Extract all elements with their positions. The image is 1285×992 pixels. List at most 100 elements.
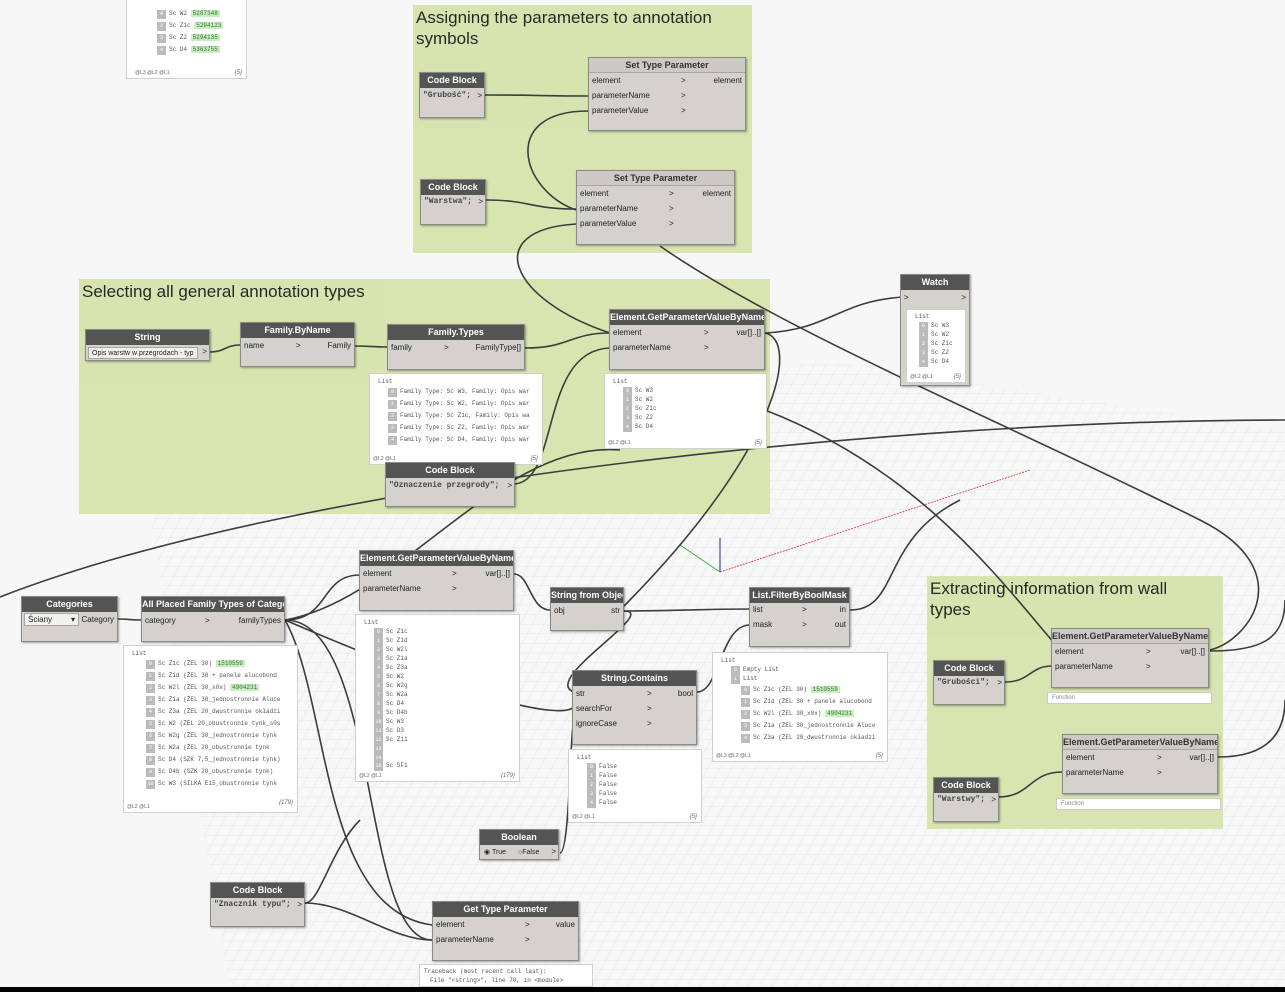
code-text[interactable]: "Grubości";	[937, 678, 990, 687]
input-port-parameter-name[interactable]: parameterName	[580, 204, 638, 213]
input-port-element[interactable]: element	[436, 920, 465, 929]
input-port-search-for[interactable]: searchFor	[576, 704, 613, 713]
string-value-input[interactable]: Opis warstw w przegrodach - typ	[88, 347, 198, 359]
node-title: Family.Types	[388, 325, 524, 340]
input-port[interactable]: >	[904, 293, 909, 302]
code-text[interactable]: "Oznaczenie przegrody";	[389, 481, 500, 490]
chevron-right-icon: >	[669, 189, 674, 198]
get-parameter-value-node-right-1[interactable]: Element.GetParameterValueByName element …	[1051, 628, 1209, 688]
input-port-parameter-value[interactable]: parameterValue	[580, 219, 637, 228]
chevron-right-icon: >	[205, 616, 210, 625]
boolean-true-radio[interactable]: ◉ True	[484, 849, 507, 856]
input-port-parameter-name[interactable]: parameterName	[436, 935, 494, 944]
output-port[interactable]: >	[551, 847, 556, 856]
input-port-element[interactable]: element	[613, 328, 642, 337]
input-port-element[interactable]: element	[580, 189, 609, 198]
chevron-right-icon: >	[1157, 768, 1162, 777]
chevron-right-icon: >	[1146, 662, 1151, 671]
output-port-var[interactable]: var[]..[]	[1189, 753, 1214, 762]
input-port-name[interactable]: name	[244, 341, 265, 350]
output-port-out[interactable]: out	[834, 620, 846, 629]
output-port[interactable]: >	[477, 91, 482, 100]
get-parameter-value-node-mid[interactable]: Element.GetParameterValueByName element …	[359, 550, 514, 611]
code-block-warstwa-node[interactable]: Code Block "Warstwa"; >	[420, 179, 486, 225]
chevron-right-icon: >	[669, 204, 674, 213]
output-port-family[interactable]: Family	[327, 341, 351, 350]
set-type-parameter-node[interactable]: Set Type Parameter element parameterName…	[588, 57, 746, 131]
output-port-element[interactable]: element	[713, 76, 742, 85]
output-port-var[interactable]: var[]..[]	[1180, 647, 1205, 656]
code-text[interactable]: "Warstwy";	[937, 795, 986, 804]
group-title: Extracting information from wall types	[930, 579, 1168, 619]
output-port-str[interactable]: str	[611, 606, 620, 615]
input-port-parameter-name[interactable]: parameterName	[592, 91, 650, 100]
get-parameter-value-node-right-2[interactable]: Element.GetParameterValueByName element …	[1062, 734, 1218, 794]
family-types-node[interactable]: Family.Types family > FamilyType[]	[387, 324, 525, 370]
category-dropdown[interactable]: Ściany▾	[24, 613, 79, 626]
output-port-value[interactable]: value	[555, 920, 575, 929]
input-port-element[interactable]: element	[1055, 647, 1084, 656]
output-port-element[interactable]: element	[702, 189, 731, 198]
input-port-parameter-name[interactable]: parameterName	[1066, 768, 1124, 777]
input-port-parameter-name[interactable]: parameterName	[363, 584, 421, 593]
output-port-category[interactable]: Category	[81, 615, 114, 624]
output-port-in[interactable]: in	[839, 605, 846, 614]
output-port-var[interactable]: var[]..[]	[736, 328, 761, 337]
input-port-mask[interactable]: mask	[753, 620, 773, 629]
input-port-category[interactable]: category	[145, 616, 176, 625]
output-port-bool[interactable]: bool	[677, 689, 693, 698]
input-port-element[interactable]: element	[1066, 753, 1095, 762]
code-text[interactable]: "Grubość";	[423, 91, 472, 100]
chevron-right-icon: >	[802, 605, 807, 614]
output-port-var[interactable]: var[]..[]	[485, 569, 510, 578]
get-type-parameter-node[interactable]: Get Type Parameter element parameterName…	[432, 901, 579, 961]
input-port-family[interactable]: family	[391, 343, 412, 352]
code-block-oznaczenie-node[interactable]: Code Block "Oznaczenie przegrody"; >	[385, 462, 515, 507]
string-node[interactable]: String Opis warstw w przegrodach - typ >	[85, 329, 210, 361]
boolean-node[interactable]: Boolean ◉ True ○False >	[479, 829, 559, 860]
input-port-parameter-name[interactable]: parameterName	[613, 343, 671, 352]
get-parameter-value-node[interactable]: Element.GetParameterValueByName element …	[609, 309, 765, 370]
node-title: String from Object	[551, 588, 623, 603]
output-port[interactable]: >	[478, 197, 483, 206]
input-port-str[interactable]: str	[576, 689, 585, 698]
output-port[interactable]: >	[961, 293, 966, 302]
code-text[interactable]: "Znacznik typu";	[214, 900, 291, 909]
input-port-ignore-case[interactable]: ignoreCase	[576, 719, 617, 728]
input-port-obj[interactable]: obj	[554, 606, 565, 615]
string-contains-node[interactable]: String.Contains str searchFor ignoreCase…	[572, 670, 697, 745]
node-title: String.Contains	[573, 671, 696, 686]
node-title: Code Block	[934, 661, 1004, 676]
output-port[interactable]: >	[991, 795, 996, 804]
input-port-element[interactable]: element	[592, 76, 621, 85]
code-block-grubosc-node[interactable]: Code Block "Grubość"; >	[419, 72, 485, 118]
set-type-parameter-node-2[interactable]: Set Type Parameter element parameterName…	[576, 170, 735, 245]
output-port[interactable]: >	[507, 481, 512, 490]
output-port[interactable]: >	[202, 347, 207, 356]
output-port-family-types[interactable]: FamilyType[]	[475, 343, 521, 352]
input-port-parameter-value[interactable]: parameterValue	[592, 106, 649, 115]
input-port-list[interactable]: list	[753, 605, 763, 614]
family-by-name-node[interactable]: Family.ByName name > Family	[240, 322, 355, 367]
code-block-znacznik-node[interactable]: Code Block "Znacznik typu"; >	[210, 882, 305, 927]
filter-by-bool-mask-node[interactable]: List.FilterByBoolMask list mask > > in o…	[749, 587, 850, 647]
boolean-false-radio[interactable]: ○False	[518, 849, 540, 856]
code-block-warstwy-node[interactable]: Code Block "Warstwy"; >	[933, 777, 999, 822]
chevron-right-icon: >	[452, 569, 457, 578]
output-port-family-types[interactable]: familyTypes	[238, 616, 281, 625]
node-title: List.FilterByBoolMask	[750, 588, 849, 603]
input-port-element[interactable]: element	[363, 569, 392, 578]
string-from-object-node[interactable]: String from Object obj str	[550, 587, 624, 631]
categories-node[interactable]: Categories Ściany▾ Category	[21, 596, 118, 642]
all-placed-family-types-node[interactable]: All Placed Family Types of Category cate…	[141, 596, 285, 642]
output-port[interactable]: >	[297, 900, 302, 909]
input-port-parameter-name[interactable]: parameterName	[1055, 662, 1113, 671]
code-block-grubosci-node[interactable]: Code Block "Grubości"; >	[933, 660, 1005, 705]
code-text[interactable]: "Warstwa";	[424, 197, 473, 206]
node-title: Code Block	[386, 463, 514, 478]
output-port[interactable]: >	[997, 678, 1002, 687]
